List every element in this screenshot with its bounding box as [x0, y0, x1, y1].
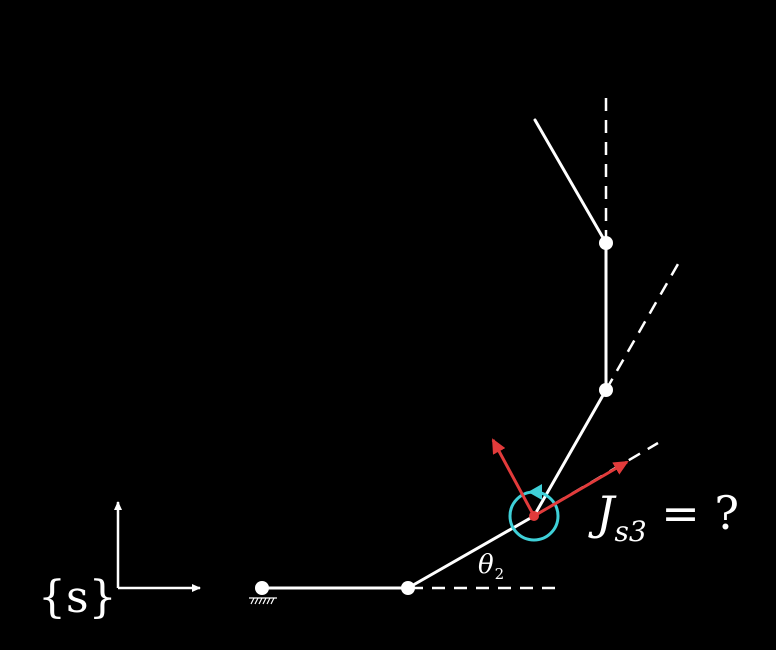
- dash-joint-4: [604, 263, 680, 391]
- joint-5: [599, 236, 613, 250]
- twist-arrows: [491, 438, 629, 518]
- joint-4: [599, 383, 613, 397]
- joint-3: [529, 511, 539, 521]
- theta-symbol: θ: [478, 550, 494, 580]
- joint-base: [255, 581, 269, 595]
- jacobian-symbol: J: [596, 486, 615, 540]
- robot-joints: [255, 236, 613, 595]
- link-5: [533, 118, 608, 245]
- theta-2-label: θ2: [478, 552, 504, 582]
- joint-2: [401, 581, 415, 595]
- jacobian-subscript: s3: [614, 515, 647, 548]
- twist-arrow-tangent: [533, 460, 629, 518]
- jacobian-equals-question: = ?: [646, 486, 740, 540]
- link-2: [406, 514, 536, 590]
- space-frame-axes: [114, 501, 201, 592]
- twist-arrow-normal: [491, 438, 536, 517]
- ground-hatch-icon: [249, 597, 277, 605]
- space-frame-label: {s}: [38, 572, 117, 623]
- robot-links: [260, 118, 608, 590]
- jacobian-question-label: Js3 = ?: [596, 490, 739, 546]
- rotation-circle-icon: [508, 484, 560, 542]
- theta-index: 2: [494, 565, 505, 583]
